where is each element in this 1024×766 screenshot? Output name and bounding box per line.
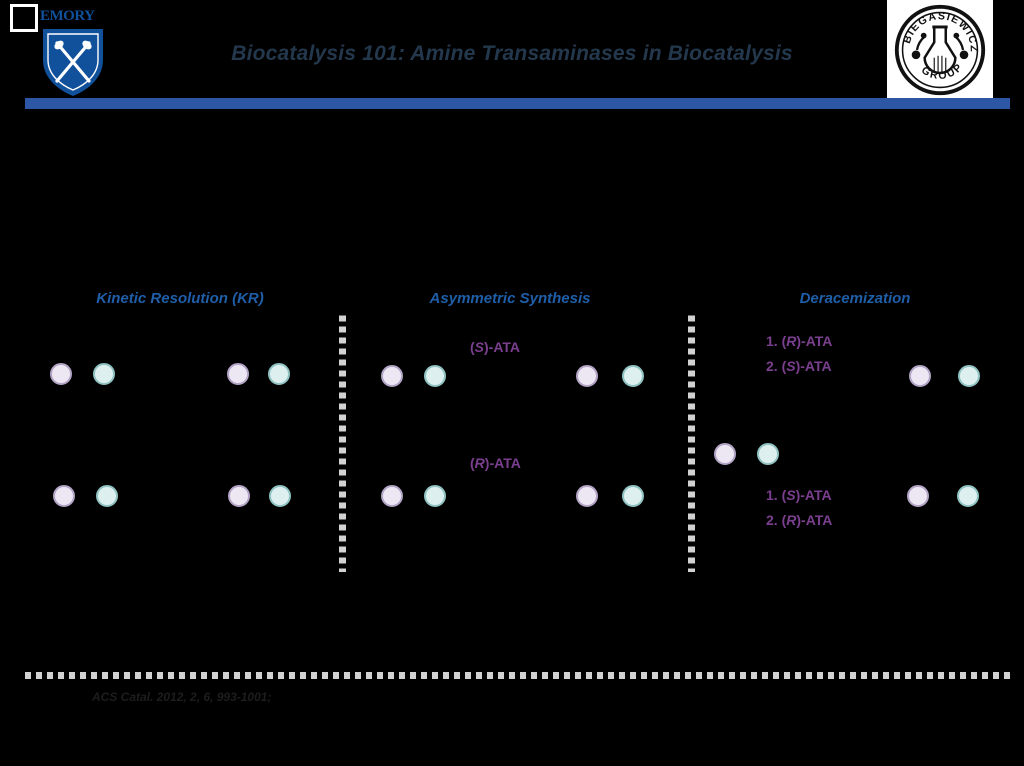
reagent-label-s-ata: (S)-ATA (470, 339, 520, 355)
stereo-descriptor: R (474, 455, 485, 471)
emory-wordmark: EMORY (40, 8, 95, 24)
molecule-purple (381, 365, 403, 387)
stereo-descriptor: S (474, 339, 485, 355)
step-number: 2. (766, 512, 782, 528)
reagent-label-text: ( (470, 455, 475, 471)
reagent-label-suffix: )-ATA (796, 512, 833, 528)
flask-icon: BIEGASIEWICZ GROUP (894, 4, 986, 96)
reagent-label-open: ( (781, 333, 787, 349)
stereo-descriptor: R (786, 512, 797, 528)
citation-text: ACS Catal. 2012, 2, 6, 993-1001; (92, 690, 272, 704)
column-heading-kinetic-resolution: Kinetic Resolution (KR) (96, 290, 264, 307)
reagent-label-suffix: )-ATA (796, 333, 833, 349)
reagent-label-step-2-r-ata: 2. (R)-ATA (766, 512, 832, 528)
molecule-teal (269, 485, 291, 507)
step-number: 1. (766, 487, 782, 503)
molecule-purple (576, 365, 598, 387)
molecule-teal (424, 365, 446, 387)
reagent-label-step-1-r-ata: 1. (R)-ATA (766, 333, 832, 349)
molecule-purple (909, 365, 931, 387)
stereo-descriptor: S (786, 358, 796, 374)
reagent-label-open: ( (781, 487, 787, 503)
molecule-purple (576, 485, 598, 507)
header-accent-bar (25, 98, 1010, 109)
molecule-teal (424, 485, 446, 507)
molecule-teal (268, 363, 290, 385)
reagent-label-suffix: )-ATA (484, 339, 521, 355)
molecule-teal (96, 485, 118, 507)
molecule-teal (958, 365, 980, 387)
stereo-descriptor: R (786, 333, 797, 349)
molecule-purple (228, 485, 250, 507)
molecule-purple (381, 485, 403, 507)
molecule-teal (757, 443, 779, 465)
molecule-purple (714, 443, 736, 465)
footer-dotted-rule (25, 672, 1010, 679)
reagent-label-step-2-s-ata: 2. (S)-ATA (766, 358, 832, 374)
molecule-purple (53, 485, 75, 507)
molecule-teal (957, 485, 979, 507)
emory-shield-icon (43, 29, 103, 96)
stereo-descriptor: S (786, 487, 796, 503)
reagent-label-step-1-s-ata: 1. (S)-ATA (766, 487, 832, 503)
emory-square-mark (10, 4, 38, 32)
molecule-purple (50, 363, 72, 385)
reagent-label-suffix: )-ATA (795, 358, 832, 374)
molecule-teal (93, 363, 115, 385)
reagent-label-open: ( (781, 358, 787, 374)
molecule-teal (622, 485, 644, 507)
reagent-label-text: ( (470, 339, 475, 355)
column-heading-deracemization: Deracemization (799, 290, 911, 307)
biegasiewicz-group-logo: BIEGASIEWICZ GROUP (887, 0, 993, 100)
reagent-label-suffix: )-ATA (795, 487, 832, 503)
molecule-purple (227, 363, 249, 385)
column-heading-asymmetric-synthesis: Asymmetric Synthesis (429, 290, 591, 307)
slide-title: Biocatalysis 101: Amine Transaminases in… (231, 42, 793, 65)
step-number: 2. (766, 358, 782, 374)
reagent-label-r-ata: (R)-ATA (470, 455, 521, 471)
column-divider-1 (339, 312, 346, 572)
emory-logo: EMORY (6, 2, 118, 98)
molecule-teal (622, 365, 644, 387)
reagent-label-open: ( (781, 512, 787, 528)
column-divider-2 (688, 312, 695, 572)
molecule-purple (907, 485, 929, 507)
reagent-label-suffix: )-ATA (484, 455, 521, 471)
step-number: 1. (766, 333, 782, 349)
